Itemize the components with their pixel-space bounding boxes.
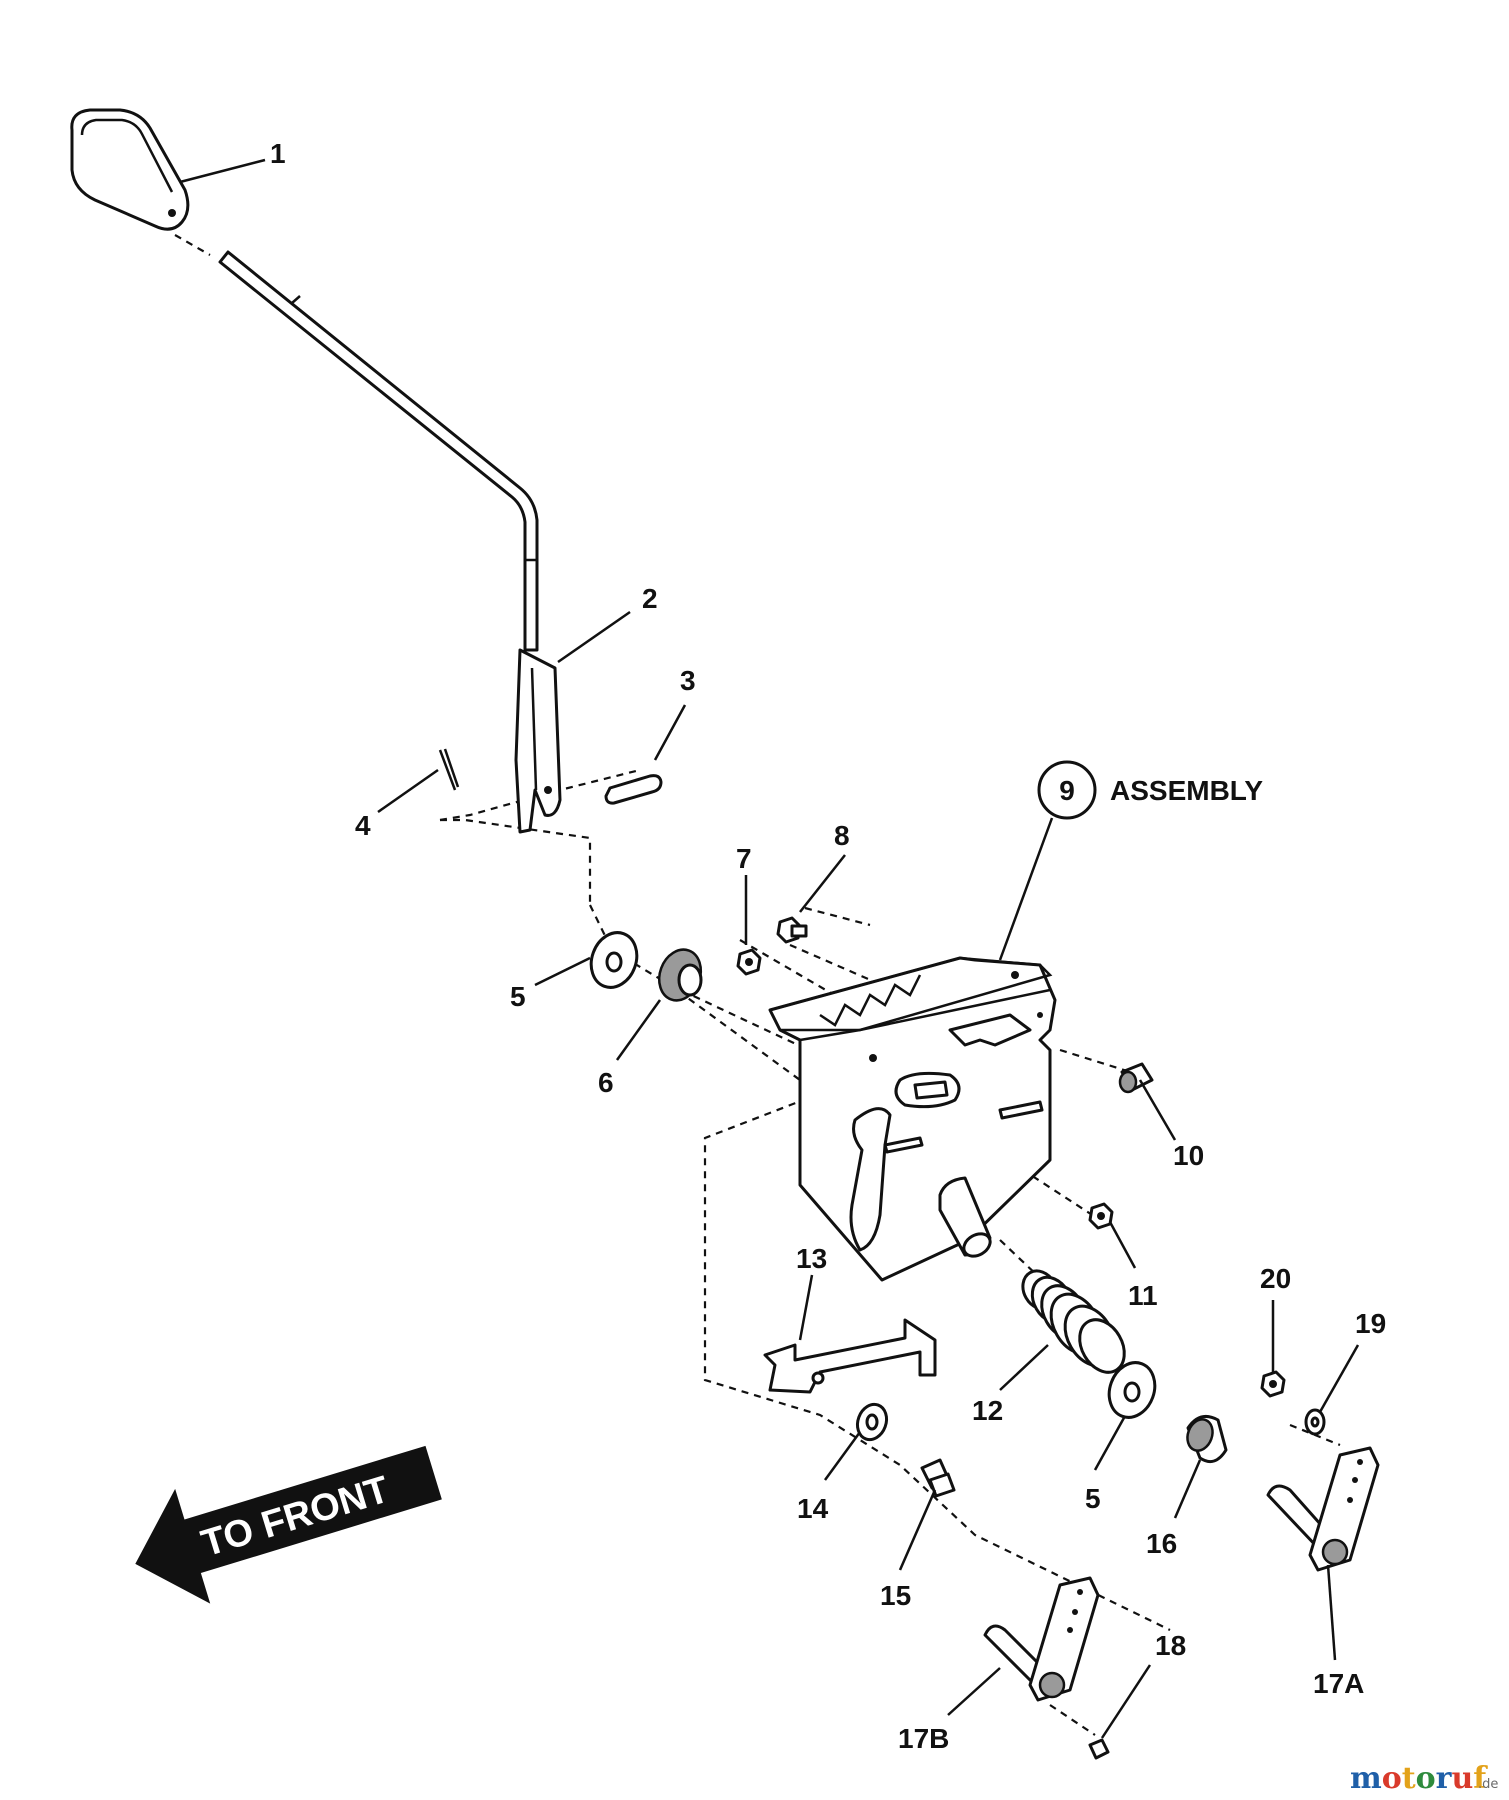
wm-letter-1: o	[1382, 1761, 1402, 1796]
washer-lower-part	[1107, 1361, 1157, 1419]
wm-suffix: .de	[1478, 1777, 1498, 1792]
wm-letter-5: u	[1451, 1761, 1473, 1796]
bushing-part	[657, 948, 703, 1002]
pin-part	[604, 774, 663, 805]
callout-2: 2	[642, 583, 658, 614]
callout-5-upper: 5	[510, 981, 526, 1012]
cotter-pin-part	[438, 748, 460, 791]
callout-3: 3	[680, 665, 696, 696]
link-bracket-part	[763, 1318, 937, 1394]
callout-13: 13	[796, 1243, 827, 1274]
washer-14-part	[855, 1402, 889, 1442]
callout-1: 1	[270, 138, 286, 169]
callout-20: 20	[1260, 1263, 1291, 1294]
svg-text:motoruf: motoruf	[1350, 1761, 1488, 1796]
wm-letter-2: t	[1402, 1761, 1416, 1796]
crank-arm-17b-part	[983, 1576, 1100, 1702]
callout-16: 16	[1146, 1528, 1177, 1559]
nut-7-part	[736, 948, 762, 976]
nut-20-part	[1260, 1370, 1286, 1398]
callout-10: 10	[1173, 1140, 1204, 1171]
callout-7: 7	[736, 843, 752, 874]
callout-14: 14	[797, 1493, 829, 1524]
lever-part	[218, 250, 562, 834]
wm-letter-0: m	[1350, 1761, 1382, 1796]
callout-11: 11	[1128, 1280, 1158, 1311]
crank-arm-17a-part	[1266, 1446, 1380, 1572]
assembly-callout: 9 ASSEMBLY	[1037, 760, 1263, 820]
callout-12: 12	[972, 1395, 1003, 1426]
bushing-16-part	[1186, 1414, 1228, 1464]
nut-11-part	[1088, 1202, 1114, 1230]
wm-letter-4: r	[1436, 1761, 1453, 1796]
watermark-logo: motoruf .de	[1350, 1761, 1498, 1796]
wm-letter-3: o	[1416, 1761, 1436, 1796]
callout-15: 15	[880, 1580, 911, 1611]
callout-9: 9	[1059, 775, 1075, 806]
washer-19-part	[1304, 1408, 1326, 1436]
leader-lines	[179, 158, 1360, 1739]
callout-5-lower: 5	[1085, 1483, 1101, 1514]
spacer-part	[1118, 1062, 1154, 1094]
to-front-label: TO FRONT	[197, 1469, 394, 1566]
assembly-label: ASSEMBLY	[1110, 775, 1263, 806]
callout-18: 18	[1155, 1630, 1186, 1661]
bolt-8-part	[776, 916, 808, 944]
screw-18-part	[1088, 1738, 1110, 1760]
callout-6: 6	[598, 1067, 614, 1098]
to-front-arrow: TO FRONT	[135, 1445, 442, 1604]
bracket-assembly-part	[768, 956, 1057, 1282]
callout-17b: 17B	[898, 1723, 949, 1754]
knob-part	[70, 108, 190, 231]
callout-19: 19	[1355, 1308, 1386, 1339]
callout-17a: 17A	[1313, 1668, 1364, 1699]
callout-8: 8	[834, 820, 850, 851]
spring-part	[1021, 1269, 1126, 1374]
callout-4: 4	[355, 810, 371, 841]
callout-labels: 1 2 3 4 5 6 7 8 10 11 12 13 14 15 5 16 1…	[270, 138, 1386, 1754]
washer-upper-part	[589, 931, 639, 989]
wm-letter-6: f	[1473, 1761, 1488, 1796]
